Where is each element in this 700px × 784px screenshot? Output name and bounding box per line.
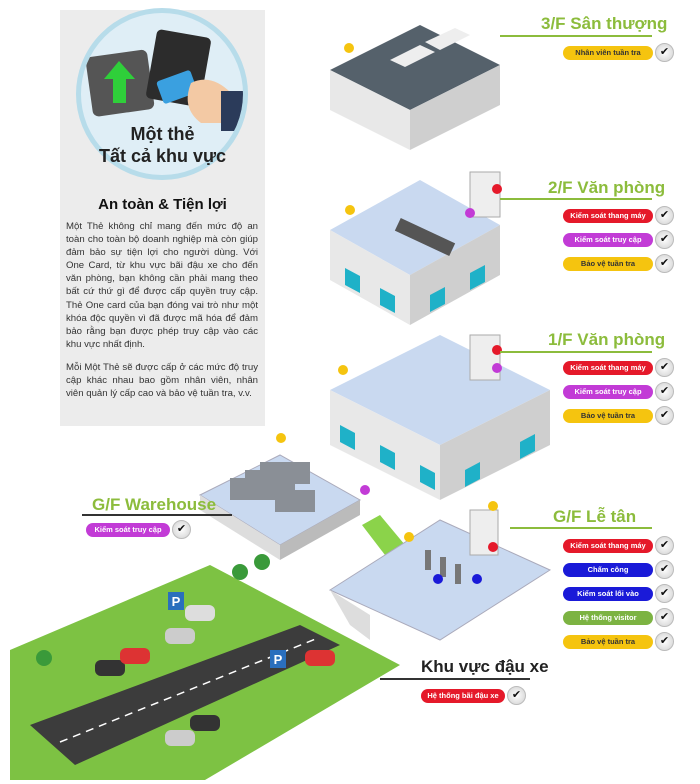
check-icon: ✔ — [655, 206, 674, 225]
floor-title-parking: Khu vực đậu xe — [421, 657, 549, 676]
feature-row: Bảo vệ tuần tra✔ — [563, 406, 674, 425]
warehouse-floor — [198, 433, 405, 560]
feature-badge: Bảo vệ tuần tra — [563, 408, 653, 423]
feature-badge: Kiểm soát thang máy — [563, 360, 653, 375]
floor-title-2f: 2/F Văn phòng — [548, 178, 666, 197]
divider — [500, 35, 652, 37]
feature-row: Bảo vệ tuần tra✔ — [563, 254, 674, 273]
divider — [380, 678, 530, 680]
parking-lot: P P — [10, 554, 400, 780]
floor-title-warehouse: G/F Warehouse — [92, 495, 217, 514]
lobby-floor — [328, 501, 552, 641]
feature-badge: Kiểm soát thang máy — [563, 208, 653, 223]
check-icon: ✔ — [655, 254, 674, 273]
divider — [500, 351, 652, 353]
card-icon — [156, 70, 198, 104]
intro-title: An toàn & Tiện lợi — [98, 196, 227, 213]
feature-badge: Nhân viên tuần tra — [563, 45, 653, 60]
feature-badge: Kiểm soát lối vào — [563, 586, 653, 601]
feature-row: Kiểm soát thang máy✔ — [563, 536, 674, 555]
check-icon: ✔ — [655, 382, 674, 401]
feature-row: Kiểm soát thang máy✔ — [563, 206, 674, 225]
feature-badge: Kiểm soát truy cập — [563, 384, 653, 399]
hero-line2: Tất cả khu vực — [98, 146, 227, 166]
intro-text: Một Thẻ không chỉ mang đến mức độ an toà… — [66, 220, 258, 410]
hero-illustration — [76, 8, 248, 180]
floor-3f-roof — [330, 25, 500, 150]
check-icon: ✔ — [655, 632, 674, 651]
feature-row: Hệ thống bãi đậu xe✔ — [421, 686, 526, 705]
hero-line1: Một thẻ — [130, 124, 195, 144]
floor-title-3f: 3/F Sân thượng — [541, 14, 668, 33]
check-icon: ✔ — [655, 358, 674, 377]
floor-title-gf-lobby: G/F Lễ tân — [553, 507, 637, 526]
check-icon: ✔ — [655, 536, 674, 555]
feature-badge: Hệ thống visitor — [563, 610, 653, 625]
feature-badge: Bảo vệ tuần tra — [563, 256, 653, 271]
parking-sign-icon: P — [172, 594, 181, 609]
divider — [82, 514, 232, 516]
feature-badge: Kiểm soát truy cập — [563, 232, 653, 247]
check-icon: ✔ — [655, 43, 674, 62]
feature-badge: Kiểm soát truy cập — [86, 522, 170, 537]
badges-3f: Nhân viên tuần tra✔ — [563, 43, 674, 62]
feature-row: Kiểm soát truy cập✔ — [563, 230, 674, 249]
divider — [510, 527, 652, 529]
feature-row: Kiểm soát lối vào✔ — [563, 584, 674, 603]
floor-2f — [330, 171, 502, 325]
feature-badge: Kiểm soát thang máy — [563, 538, 653, 553]
badges-parking: Hệ thống bãi đậu xe✔ — [421, 686, 526, 705]
intro-panel: Một thẻ Tất cả khu vực An toàn & Tiện lợ… — [60, 8, 265, 426]
check-icon: ✔ — [655, 608, 674, 627]
feature-row: Chấm công✔ — [563, 560, 674, 579]
feature-badge: Chấm công — [563, 562, 653, 577]
check-icon: ✔ — [655, 560, 674, 579]
badges-1f: Kiểm soát thang máy✔Kiểm soát truy cập✔B… — [563, 358, 674, 425]
badges-warehouse: Kiểm soát truy cập✔ — [86, 520, 191, 539]
feature-row: Kiểm soát thang máy✔ — [563, 358, 674, 377]
feature-badge: Hệ thống bãi đậu xe — [421, 688, 505, 703]
parking-sign-icon: P — [274, 652, 283, 667]
feature-row: Nhân viên tuần tra✔ — [563, 43, 674, 62]
check-icon: ✔ — [507, 686, 526, 705]
floor-title-1f: 1/F Văn phòng — [548, 330, 666, 349]
green-arrow-icon — [104, 61, 135, 103]
feature-badge: Bảo vệ tuần tra — [563, 634, 653, 649]
intro-paragraph-1: Một Thẻ không chỉ mang đến mức độ an toà… — [66, 221, 258, 350]
feature-row: Hệ thống visitor✔ — [563, 608, 674, 627]
badges-gf-lobby: Kiểm soát thang máy✔Chấm công✔Kiểm soát … — [563, 536, 674, 651]
feature-row: Bảo vệ tuần tra✔ — [563, 632, 674, 651]
check-icon: ✔ — [655, 584, 674, 603]
feature-row: Kiểm soát truy cập✔ — [563, 382, 674, 401]
check-icon: ✔ — [655, 230, 674, 249]
floor-1f — [330, 334, 550, 500]
check-icon: ✔ — [172, 520, 191, 539]
check-icon: ✔ — [655, 406, 674, 425]
badges-2f: Kiểm soát thang máy✔Kiểm soát truy cập✔B… — [563, 206, 674, 273]
intro-paragraph-2: Mỗi Một Thẻ sẽ được cấp ở các mức độ tru… — [66, 361, 258, 400]
feature-row: Kiểm soát truy cập✔ — [86, 520, 191, 539]
divider — [500, 198, 652, 200]
